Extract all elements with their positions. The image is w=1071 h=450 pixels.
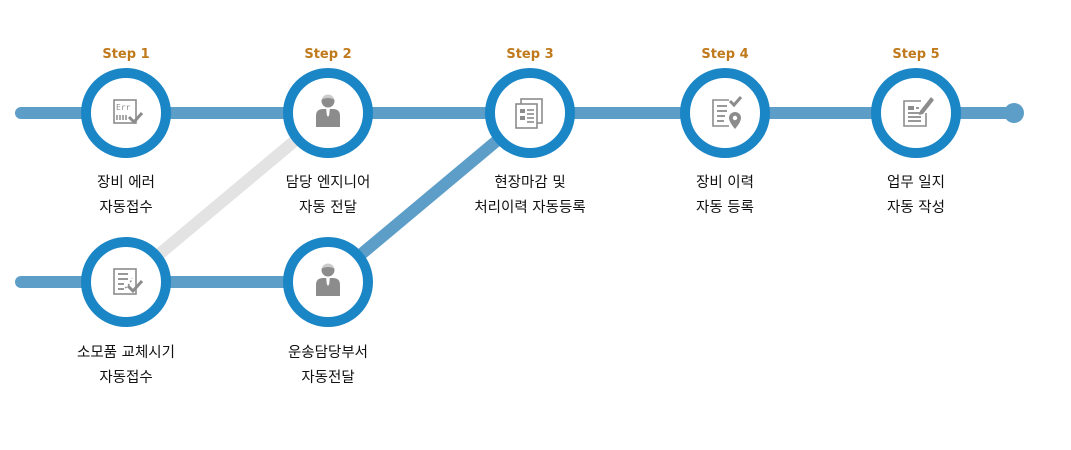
step-2-label: Step 2	[304, 47, 352, 62]
node-label-line: 운송담당부서	[287, 345, 369, 361]
node-ring	[680, 68, 770, 158]
node-label-line: 장비 에러	[97, 175, 155, 191]
error-code-icon: Err	[113, 99, 144, 125]
node-label-line: 자동접수	[99, 200, 153, 216]
node-ring	[81, 237, 171, 327]
node-label-line: 담당 엔지니어	[285, 175, 371, 191]
node-equipment-history	[680, 68, 770, 158]
checklist-icon	[113, 268, 144, 295]
node-label-equipment-history: 장비 이력 자동 등록	[640, 171, 810, 221]
step-1-label: Step 1	[102, 47, 150, 62]
error-code-icon-text: Err	[116, 103, 131, 112]
node-label-line: 자동 등록	[696, 200, 754, 216]
node-work-log	[871, 68, 961, 158]
node-label-line: 업무 일지	[887, 175, 945, 191]
node-label-engineer-delivery: 담당 엔지니어 자동 전달	[243, 171, 413, 221]
checklist-location-icon	[712, 96, 743, 129]
step-3-label: Step 3	[506, 47, 554, 62]
node-engineer-delivery	[283, 68, 373, 158]
node-label-line: 소모품 교체시기	[77, 345, 175, 361]
node-label-line: 자동접수	[99, 370, 153, 386]
node-label-line: 현장마감 및	[494, 175, 566, 191]
node-label-consumable-replacement: 소모품 교체시기 자동접수	[41, 341, 211, 391]
node-label-line: 장비 이력	[696, 175, 754, 191]
node-transport-delivery	[283, 237, 373, 327]
node-site-closing	[485, 68, 575, 158]
node-label-equipment-error: 장비 에러 자동접수	[41, 171, 211, 221]
node-label-line: 자동 전달	[299, 200, 357, 216]
step-5-label: Step 5	[892, 47, 940, 62]
step-4-label: Step 4	[701, 47, 749, 62]
node-consumable-replacement	[81, 237, 171, 327]
node-label-site-closing: 현장마감 및 처리이력 자동등록	[445, 171, 615, 221]
node-label-work-log: 업무 일지 자동 작성	[831, 171, 1001, 221]
node-label-line: 자동 작성	[887, 200, 945, 216]
documents-icon	[515, 98, 543, 129]
node-ring	[81, 68, 171, 158]
node-equipment-error: Err	[81, 68, 171, 158]
document-edit-icon	[903, 97, 934, 127]
node-label-transport-delivery: 운송담당부서 자동전달	[243, 341, 413, 391]
node-label-line: 처리이력 자동등록	[474, 200, 586, 216]
node-label-line: 자동전달	[301, 370, 355, 386]
track-end-dot	[1004, 103, 1024, 123]
